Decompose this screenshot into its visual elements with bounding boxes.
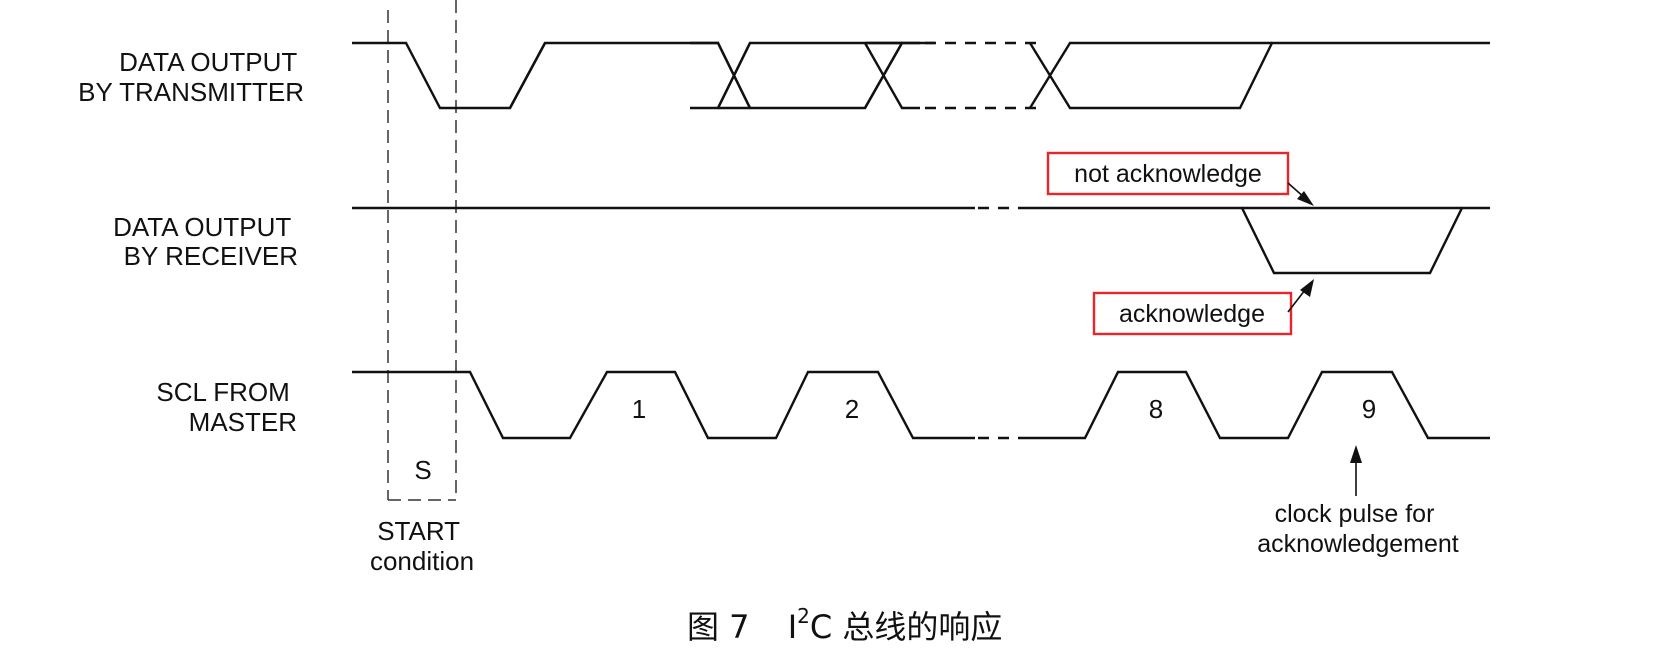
receiver-label: DATA OUTPUT BY RECEIVER xyxy=(113,212,298,271)
clock-pulse-number: 8 xyxy=(1149,394,1163,424)
ack-arrow xyxy=(1287,289,1306,313)
clock-pulse-number: 9 xyxy=(1362,394,1376,424)
figure-caption: 图 7 I2C 总线的响应 xyxy=(687,604,1002,646)
start-condition-label: START condition xyxy=(370,516,474,576)
transmitter-label: DATA OUTPUT BY TRANSMITTER xyxy=(78,47,304,107)
transmitter-waveform xyxy=(352,41,1490,110)
scl-label: SCL FROM MASTER xyxy=(156,377,297,437)
ack-label: acknowledge xyxy=(1119,300,1265,328)
not-ack-arrowhead xyxy=(1297,191,1314,206)
receiver-waveform xyxy=(352,206,1490,275)
clock-pulse-number: 1 xyxy=(632,394,646,424)
ack-highlight-box xyxy=(1092,291,1293,336)
ack-arrowhead xyxy=(1300,279,1314,297)
ack-clock-arrowhead xyxy=(1350,445,1362,463)
scl-waveform xyxy=(352,370,1490,440)
clock-pulse-number: 2 xyxy=(845,394,859,424)
not-ack-label: not acknowledge xyxy=(1074,160,1262,188)
start-symbol: S xyxy=(414,455,431,485)
ack-clock-label: clock pulse for acknowledgement xyxy=(1257,500,1459,558)
not-ack-highlight-box xyxy=(1046,151,1290,196)
